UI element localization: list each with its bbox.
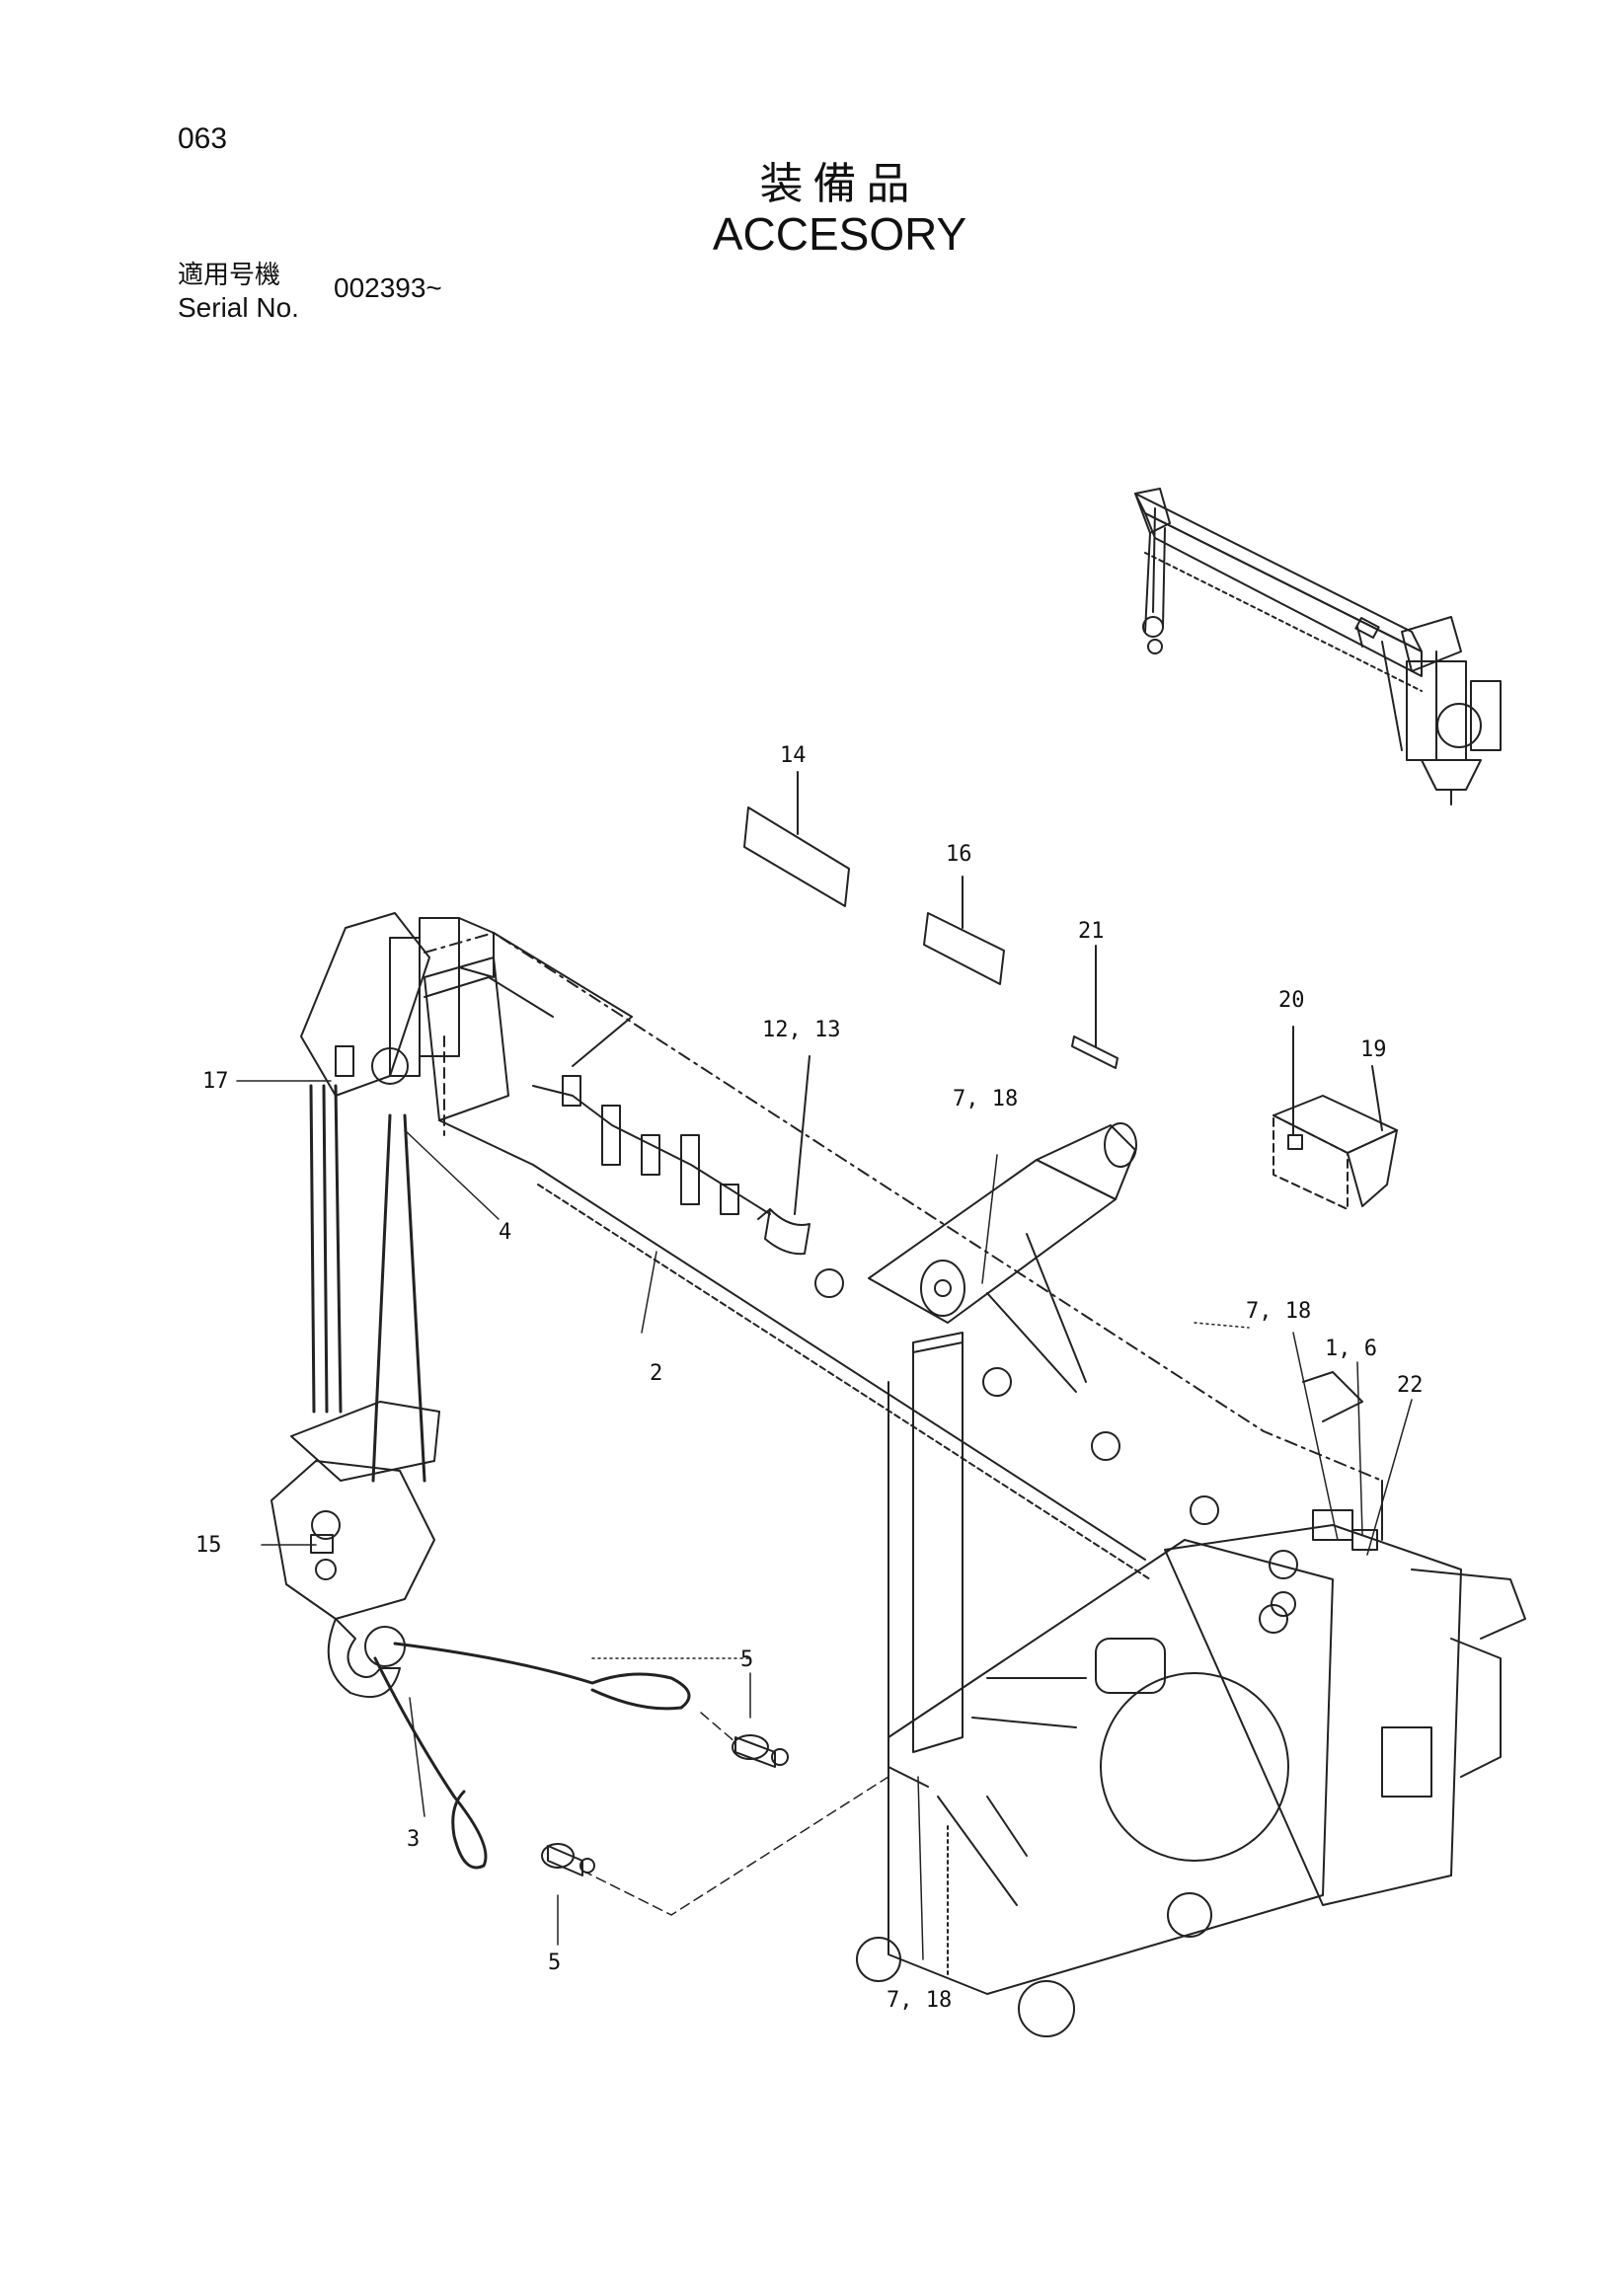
callout-7-18-top: 7, 18 (953, 1087, 1018, 1111)
callout-21: 21 (1078, 919, 1105, 944)
hook-block (270, 1401, 440, 1698)
callout-5-left: 5 (548, 1951, 561, 1975)
page-title-japanese: 装備品 (759, 159, 920, 209)
callout-7-18-bottom: 7, 18 (887, 1988, 952, 2013)
callout-12-13: 12, 13 (762, 1018, 840, 1042)
callout-19: 19 (1360, 1037, 1387, 1062)
decal-14 (743, 771, 850, 907)
callout-7-18-right: 7, 18 (1246, 1299, 1311, 1324)
callout-4: 4 (499, 1220, 511, 1245)
page-number: 063 (178, 122, 228, 155)
shackle-pin-5b (541, 1843, 595, 1876)
leader-lines (236, 1080, 1413, 1960)
callout-16: 16 (946, 842, 972, 867)
accessory-box-19 (1273, 1026, 1398, 1210)
callout-17: 17 (202, 1069, 229, 1094)
callout-14: 14 (780, 743, 807, 768)
serial-label: Serial No. (178, 292, 299, 323)
serial-value: 002393~ (334, 272, 442, 303)
sling-rope-3 (373, 1642, 691, 1870)
boom-head (300, 912, 495, 1097)
wire-rope (309, 1084, 426, 1483)
callout-15: 15 (195, 1533, 222, 1558)
callout-22: 22 (1397, 1373, 1424, 1398)
serial-label-japanese: 適用号機 (178, 261, 281, 290)
page-title: ACCESORY (712, 208, 967, 260)
decal-21 (1071, 945, 1119, 1069)
callout-5-right: 5 (740, 1647, 753, 1672)
callout-labels: 14 16 21 20 19 12, 13 7, 18 7, 18 1, 6 2… (195, 743, 1424, 2013)
decal-16 (923, 876, 1005, 985)
callout-1-6: 1, 6 (1325, 1337, 1377, 1361)
callout-3: 3 (407, 1827, 420, 1852)
callout-20: 20 (1278, 988, 1305, 1013)
shackle-pin-5a (732, 1734, 789, 1768)
callout-2: 2 (650, 1361, 662, 1386)
overview-thumbnail (1134, 488, 1502, 805)
decal-12-13 (757, 1055, 810, 1256)
